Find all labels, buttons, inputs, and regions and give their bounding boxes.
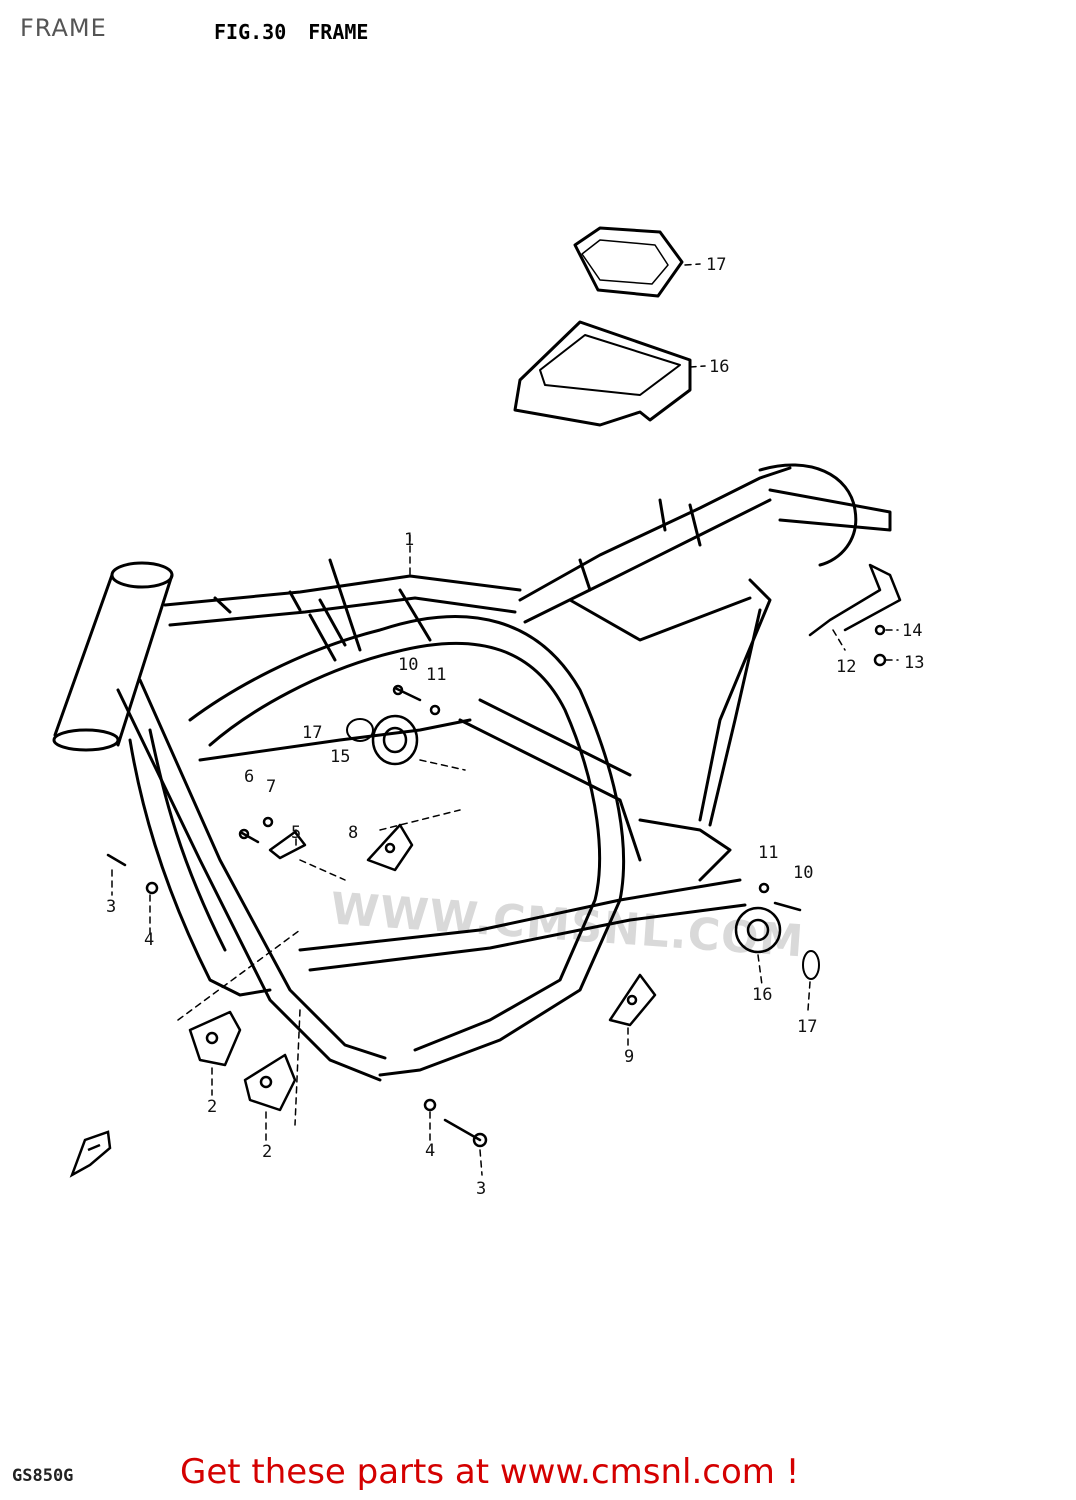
- part-16-grommet: [734, 906, 782, 954]
- callout-15: 15: [330, 747, 350, 767]
- callout-16a: 16: [709, 357, 729, 377]
- callout-13: 13: [904, 653, 924, 673]
- part-17-ring-left: [346, 718, 374, 742]
- callout-16b: 16: [752, 985, 772, 1005]
- callout-7: 7: [266, 777, 276, 797]
- callout-5: 5: [291, 823, 301, 843]
- callout-2a: 2: [207, 1097, 217, 1117]
- part-5-bracket: [268, 830, 307, 860]
- callout-14: 14: [902, 621, 922, 641]
- callout-8: 8: [348, 823, 358, 843]
- front-arrow-icon: [69, 1130, 112, 1178]
- callout-11a: 11: [426, 665, 446, 685]
- callout-6: 6: [244, 767, 254, 787]
- callout-2b: 2: [262, 1142, 272, 1162]
- part-8-9-plates: [366, 823, 657, 1027]
- callout-1: 1: [404, 530, 414, 550]
- bolts: [106, 624, 887, 1148]
- frame-cradle: [116, 558, 747, 1082]
- part-12-handle: [808, 563, 902, 637]
- callout-labels: 1 2 2 3 3 3 4 4 5 6 7 8 9 10 10 11 11 12…: [106, 255, 924, 1199]
- callout-17a: 17: [706, 255, 726, 275]
- callout-4b: 4: [425, 1141, 435, 1161]
- steering-head: [52, 561, 174, 752]
- frame-top-tubes: [163, 463, 892, 827]
- callout-4a: 4: [144, 930, 154, 950]
- callout-17b: 17: [302, 723, 322, 743]
- part-16-tray: [513, 320, 692, 427]
- part-15-grommet: [371, 714, 419, 766]
- callout-3a: 3: [106, 897, 116, 917]
- page-label: FRAME: [20, 14, 107, 42]
- callout-3b: 3: [476, 1179, 486, 1199]
- part-17-cover: [573, 226, 684, 298]
- leader-lines: [111, 263, 899, 1176]
- callout-10b: 10: [793, 863, 813, 883]
- part-2-plates: [188, 1010, 297, 1112]
- cta-link[interactable]: Get these parts at www.cmsnl.com !: [180, 1452, 800, 1492]
- callout-17c: 17: [797, 1017, 817, 1037]
- figure-name: FRAME: [308, 20, 369, 44]
- figure-title: FIG.30 FRAME: [214, 20, 368, 44]
- figure-number: FIG.30: [214, 20, 287, 44]
- part-17-ring-right: [802, 950, 820, 980]
- callout-9: 9: [624, 1047, 634, 1067]
- callout-12: 12: [836, 657, 856, 677]
- callout-11b: 11: [758, 843, 778, 863]
- callout-10a: 10: [398, 655, 418, 675]
- diagram-code: GS850G: [12, 1466, 74, 1486]
